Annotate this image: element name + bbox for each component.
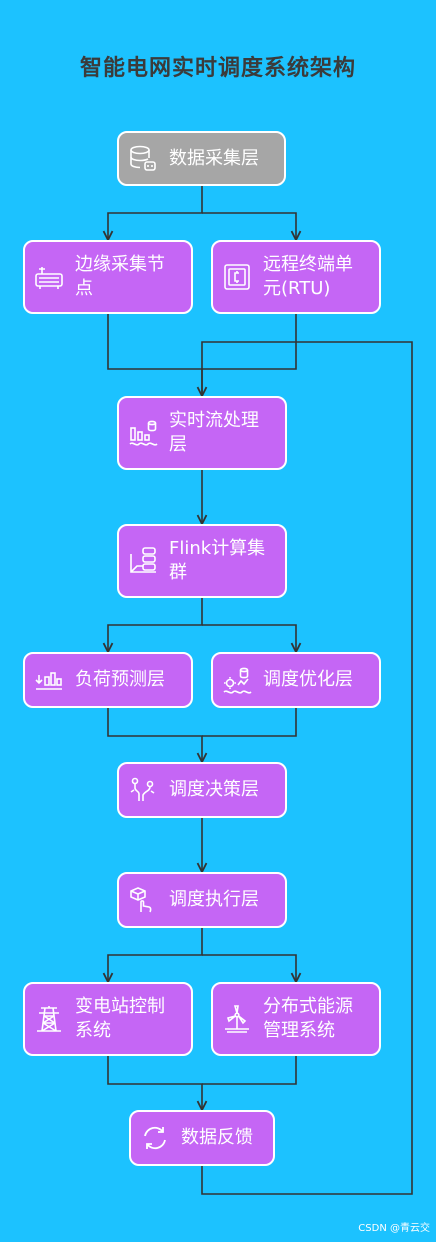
- edge-substation-to-feedback: [107, 1056, 202, 1110]
- execution-icon: [127, 884, 159, 916]
- node-label: 边缘采集节点: [75, 254, 165, 299]
- optimization-icon: [221, 664, 253, 696]
- load-forecast-icon: [33, 664, 65, 696]
- stream-processing-icon: [127, 417, 159, 449]
- node-dispatch-execution-layer: 调度执行层: [117, 872, 287, 928]
- node-dispatch-decision-layer: 调度决策层: [117, 762, 287, 818]
- server-cluster-icon: [127, 545, 159, 577]
- wind-turbine-icon: [221, 1003, 253, 1035]
- node-edge-collection-node: 边缘采集节点: [23, 240, 193, 314]
- node-load-forecast-layer: 负荷预测层: [23, 652, 193, 708]
- node-dispatch-optimization-layer: 调度优化层: [211, 652, 381, 708]
- node-label: 远程终端单元(RTU): [263, 254, 353, 299]
- node-label: 实时流处理层: [169, 410, 259, 455]
- edge-optimization-to-decision: [202, 708, 297, 737]
- terminal-unit-icon: [221, 261, 253, 293]
- edge-execution-to-der: [202, 954, 296, 982]
- node-rtu: 远程终端单元(RTU): [211, 240, 381, 314]
- node-label: 负荷预测层: [75, 669, 165, 690]
- node-label: 数据反馈: [181, 1127, 253, 1148]
- edge-der-to-feedback: [202, 1056, 297, 1085]
- node-data-feedback: 数据反馈: [129, 1110, 275, 1166]
- edge-forecast-to-decision: [107, 708, 202, 762]
- edge-feedback-loop-to-stream: [201, 341, 413, 1195]
- node-label: 调度执行层: [169, 889, 259, 910]
- node-flink-cluster: Flink计算集群: [117, 524, 287, 598]
- edge-device-icon: [33, 261, 65, 293]
- refresh-icon: [139, 1122, 171, 1154]
- node-label: 数据采集层: [169, 147, 259, 169]
- edge-flink-to-optimization: [202, 624, 296, 652]
- node-label: 变电站控制系统: [75, 996, 165, 1041]
- node-data-collection-layer: 数据采集层: [117, 131, 286, 186]
- decision-icon: [127, 774, 159, 806]
- edge-flink-to-forecast: [108, 598, 203, 652]
- node-substation-control-system: 变电站控制系统: [23, 982, 193, 1056]
- node-label: Flink计算集群: [169, 538, 266, 583]
- edge-rtu-to-stream: [202, 314, 297, 370]
- database-icon: [127, 143, 159, 175]
- edge-collection-to-rtu: [202, 212, 296, 240]
- edge-collection-to-edge-node: [108, 186, 203, 240]
- node-label: 调度决策层: [169, 779, 259, 800]
- substation-tower-icon: [33, 1003, 65, 1035]
- node-label: 分布式能源管理系统: [263, 996, 353, 1041]
- edge-edge-node-to-stream: [107, 314, 202, 396]
- watermark: CSDN @青云交: [358, 1223, 430, 1234]
- diagram-title: 智能电网实时调度系统架构: [79, 56, 356, 81]
- edge-execution-to-substation: [108, 928, 203, 982]
- node-der-management-system: 分布式能源管理系统: [211, 982, 381, 1056]
- node-label: 调度优化层: [263, 669, 353, 690]
- node-stream-processing-layer: 实时流处理层: [117, 396, 287, 470]
